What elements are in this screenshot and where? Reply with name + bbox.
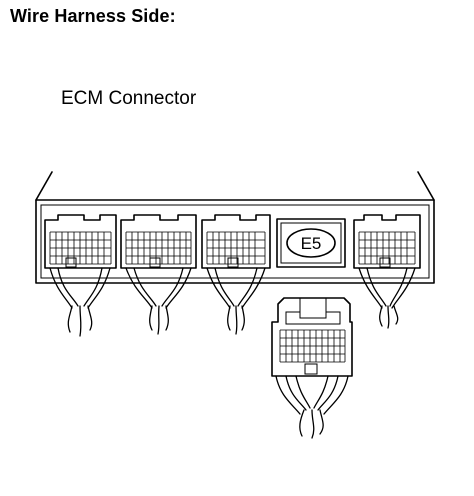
ecm-body xyxy=(35,171,435,284)
connector-3 xyxy=(201,214,271,269)
connector-id-badge: E5 xyxy=(301,234,322,253)
connector-5 xyxy=(353,214,421,269)
page-title: Wire Harness Side: xyxy=(10,6,176,26)
e5-cavity: E5 xyxy=(276,218,346,268)
wire-bundle-1 xyxy=(49,267,111,337)
wire-bundle-3 xyxy=(206,267,266,335)
wire-bundle-5 xyxy=(358,267,416,329)
e5-harness-connector xyxy=(271,297,353,439)
wire-bundle-2 xyxy=(125,267,192,335)
ecm-connector-label: ECM Connector xyxy=(61,88,197,109)
connector-2 xyxy=(120,214,197,269)
connector-1 xyxy=(44,214,117,269)
